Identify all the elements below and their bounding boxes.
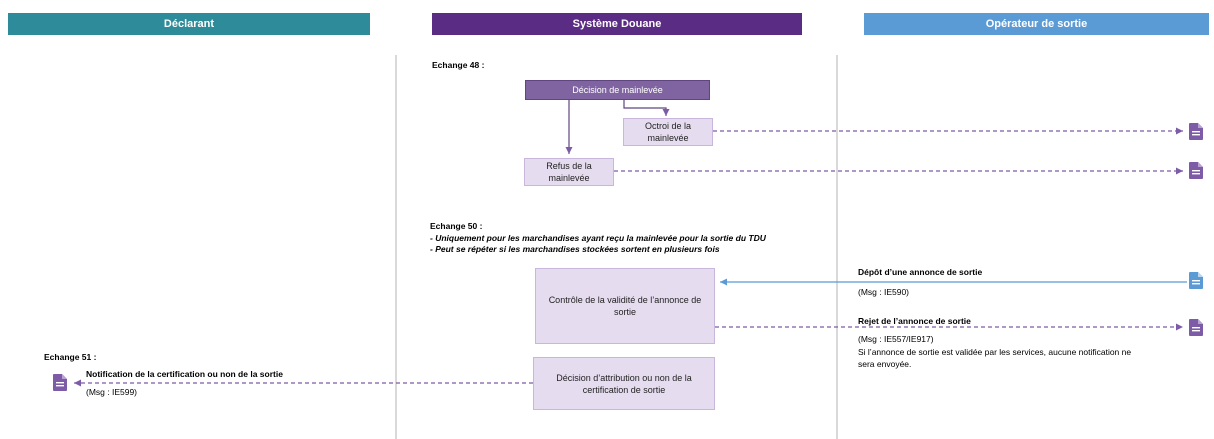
document-icon bbox=[1189, 123, 1203, 140]
document-icon bbox=[1189, 162, 1203, 179]
depot-msg: (Msg : IE590) bbox=[858, 287, 910, 297]
document-icon bbox=[53, 374, 67, 391]
rejet-msg: (Msg : IE557/IE917) bbox=[858, 334, 934, 344]
decision-mainlevee-box: Décision de mainlevée bbox=[525, 80, 710, 100]
arrow-decision-to-octroi bbox=[623, 100, 670, 116]
octroi-mainlevee-box: Octroi de la mainlevée bbox=[623, 118, 713, 146]
document-icon bbox=[1189, 272, 1203, 289]
lane-header-declarant: Déclarant bbox=[8, 13, 370, 35]
exchange50-title: Echange 50 : bbox=[430, 221, 483, 231]
rejet-title: Rejet de l’annonce de sortie bbox=[858, 316, 971, 326]
lane-header-douane: Système Douane bbox=[432, 13, 802, 35]
decision-certification-box: Décision d’attribution ou non de la cert… bbox=[533, 357, 715, 410]
rejet-note-line2: sera envoyée. bbox=[858, 359, 912, 369]
notification-msg: (Msg : IE599) bbox=[86, 387, 138, 397]
lane-divider-left bbox=[395, 55, 397, 439]
refus-mainlevee-box: Refus de la mainlevée bbox=[524, 158, 614, 186]
document-icon bbox=[1189, 319, 1203, 336]
notification-title: Notification de la certification ou non … bbox=[86, 369, 283, 379]
exchange50-note2: - Peut se répéter si les marchandises st… bbox=[430, 244, 720, 254]
exchange51-title: Echange 51 : bbox=[44, 352, 97, 362]
lane-divider-right bbox=[836, 55, 838, 439]
exchange48-title: Echange 48 : bbox=[432, 60, 485, 70]
exchange50-note1: - Uniquement pour les marchandises ayant… bbox=[430, 233, 766, 243]
controle-validite-box: Contrôle de la validité de l’annonce de … bbox=[535, 268, 715, 344]
rejet-note-line1: Si l’annonce de sortie est validée par l… bbox=[858, 347, 1132, 357]
lane-header-operateur: Opérateur de sortie bbox=[864, 13, 1209, 35]
depot-title: Dépôt d’une annonce de sortie bbox=[858, 267, 983, 277]
